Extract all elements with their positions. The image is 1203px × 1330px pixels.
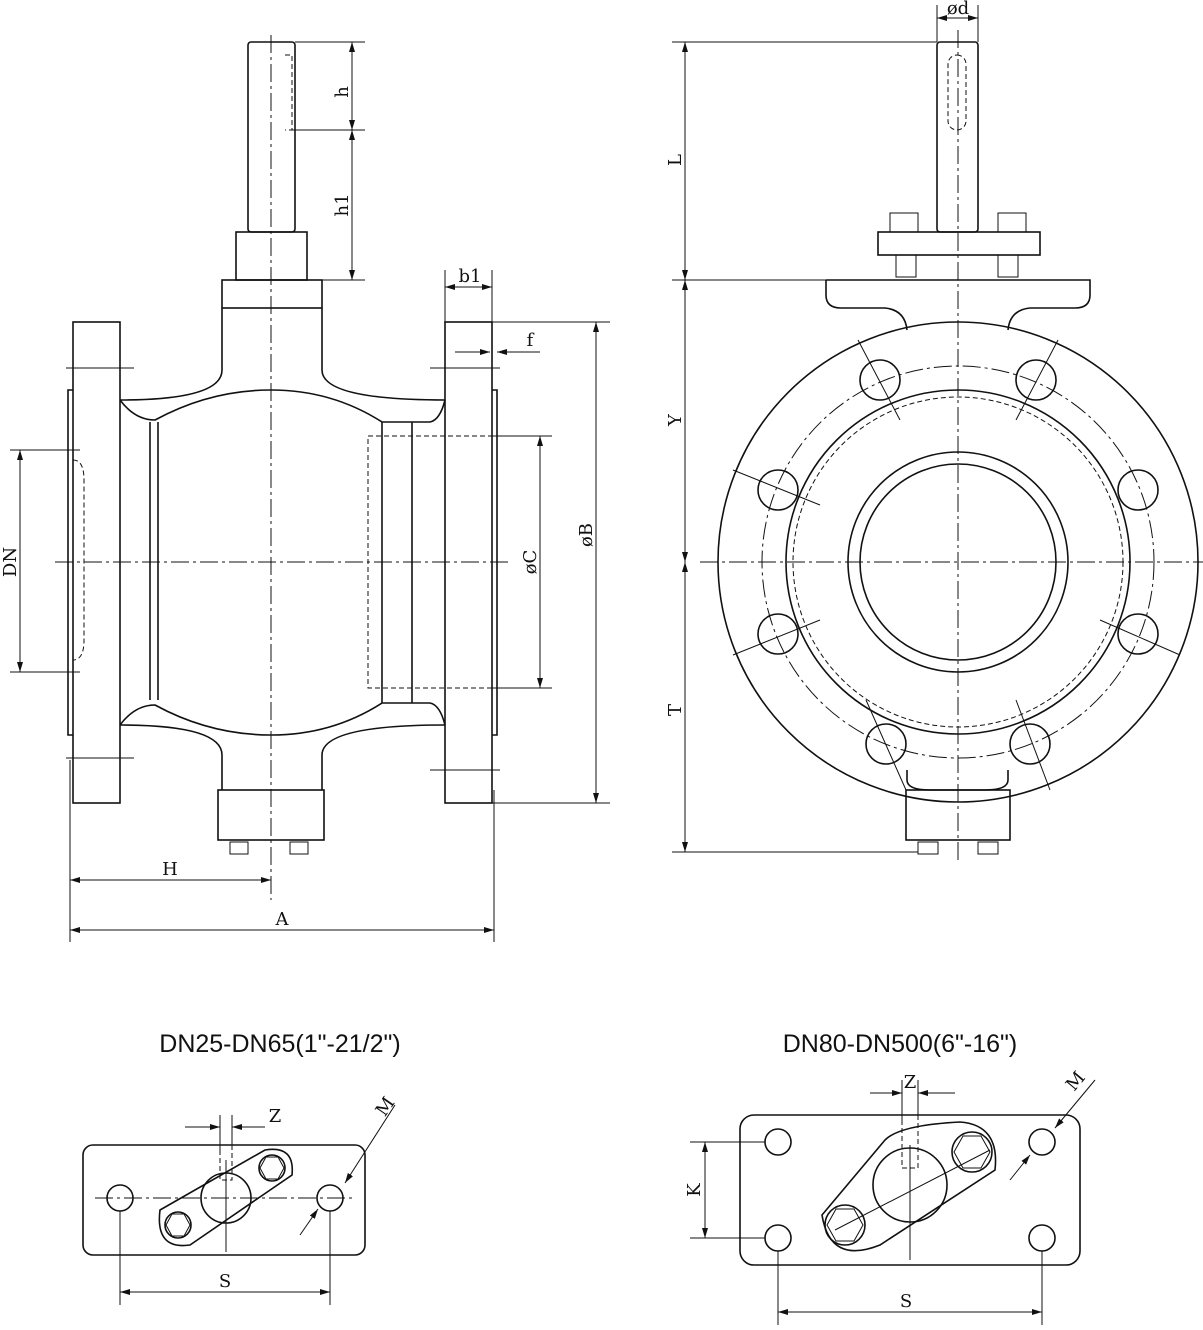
dim-h: h [332, 86, 353, 98]
dim-phi-b: øB [576, 523, 597, 547]
bolt-holes [732, 339, 1181, 791]
dim-l: L [665, 154, 686, 166]
dim-h1: h1 [332, 193, 353, 216]
large-dim-z: Z [904, 1072, 917, 1093]
small-dim-s: S [219, 1271, 231, 1292]
dim-h-length: H [162, 859, 178, 880]
large-flange-title: DN80-DN500(6"-16") [783, 1030, 1018, 1058]
dim-phi-c: øC [520, 550, 541, 575]
dimensions: ød L Y T [665, 0, 979, 853]
dim-a: A [275, 909, 290, 930]
dim-b1: b1 [459, 266, 482, 287]
stem [221, 41, 323, 309]
dim-dn: DN [0, 547, 21, 577]
small-dim-z: Z [269, 1106, 282, 1127]
dim-t: T [665, 704, 686, 716]
dim-f: f [527, 330, 535, 351]
body [119, 308, 493, 855]
small-dim-m: M [372, 1093, 400, 1120]
dim-y: Y [665, 413, 686, 427]
small-mounting-flange: DN25-DN65(1"-21/2") S Z M [82, 1030, 401, 1305]
large-mounting-flange: DN80-DN500(6"-16") K S Z M [684, 1030, 1096, 1325]
large-dim-s: S [900, 1291, 912, 1312]
dim-phi-d: ød [947, 0, 969, 19]
small-flange-title: DN25-DN65(1"-21/2") [159, 1030, 400, 1058]
front-view: ød L Y T [665, 0, 1203, 860]
large-dim-k: K [684, 1183, 705, 1197]
dimensions: h h1 b1 f øB øC DN H A [0, 41, 610, 942]
side-view: h h1 b1 f øB øC DN H A [0, 35, 610, 942]
